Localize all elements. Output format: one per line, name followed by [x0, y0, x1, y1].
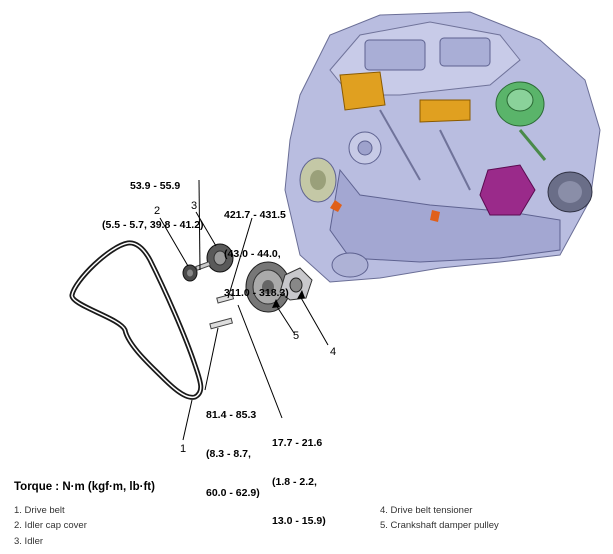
arrowheads: [272, 290, 305, 308]
torque-spec-pulley-bolt: 421.7 - 431.5 (43.0 - 44.0, 311.0 - 318.…: [224, 183, 289, 313]
torque-value-alt: (43.0 - 44.0,: [224, 248, 281, 260]
pulley-bolt-lower: [209, 317, 234, 330]
idler-cap-cover: [182, 264, 198, 282]
callout-5: 5: [293, 330, 300, 342]
torque-value: 421.7 - 431.5: [224, 209, 286, 221]
callout-3: 3: [191, 200, 198, 212]
idler-pulley: [206, 243, 234, 273]
torque-value: 81.4 - 85.3: [206, 409, 257, 421]
crankshaft-damper-pulley: [245, 261, 291, 313]
torque-spec-tensioner-bolt: 17.7 - 21.6 (1.8 - 2.2, 13.0 - 15.9): [272, 411, 326, 541]
drive-belt-tensioner: [279, 267, 313, 301]
pulley-bolt-upper: [216, 293, 235, 304]
torque-value-alt: (8.3 - 8.7,: [206, 448, 251, 460]
torque-value-alt: (1.8 - 2.2,: [272, 476, 317, 488]
engine-belt-diagram: [69, 11, 601, 441]
legend-item: 5. Crankshaft damper pulley: [380, 520, 499, 531]
engine-assembly-illustration: [284, 11, 601, 283]
torque-spec-idler-lower: 81.4 - 85.3 (8.3 - 8.7, 60.0 - 62.9): [206, 383, 260, 513]
torque-spec-idler-bolt: 53.9 - 55.9 (5.5 - 5.7, 39.8 - 41.2): [102, 154, 204, 245]
legend-item: 3. Idler: [14, 536, 44, 547]
torque-value-alt2: 13.0 - 15.9): [272, 515, 326, 527]
torque-value-alt2: 311.0 - 318.3): [224, 287, 289, 299]
callout-4: 4: [330, 346, 337, 358]
torque-units-heading: Torque : N·m (kgf·m, lb·ft): [14, 481, 155, 493]
leader-lines: [159, 179, 329, 441]
legend-item: 2. Idler cap cover: [14, 520, 87, 531]
idler-bolt: [195, 261, 211, 271]
drive-belt: [69, 240, 204, 400]
torque-value: 53.9 - 55.9: [130, 180, 181, 192]
legend-item: 4. Drive belt tensioner: [380, 505, 473, 516]
torque-value: 17.7 - 21.6: [272, 437, 323, 449]
callout-1: 1: [180, 443, 187, 455]
callout-2: 2: [154, 205, 161, 217]
legend-item: 1. Drive belt: [14, 505, 65, 516]
torque-value-alt2: 60.0 - 62.9): [206, 487, 260, 499]
torque-value-alt: (5.5 - 5.7, 39.8 - 41.2): [102, 219, 204, 231]
